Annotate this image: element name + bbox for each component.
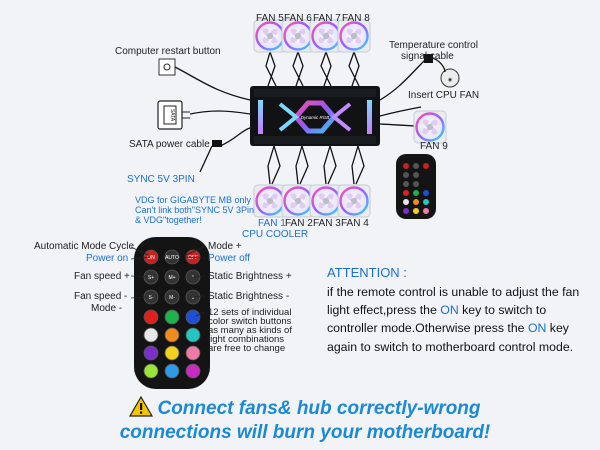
label-fan-speed-minus: Fan speed - (74, 291, 128, 302)
temp-cable-label-line2: signal cable (401, 51, 454, 62)
color-note-line4: light combinations (208, 334, 285, 345)
fan-top-4 (336, 18, 372, 54)
svg-text:ON: ON (147, 255, 155, 261)
warning-line2: connections will burn your motherboard! (119, 422, 491, 444)
hub-cables (174, 51, 441, 185)
label-static-minus: Static Brightness - (208, 291, 290, 302)
label-power-on: Power on (86, 253, 129, 264)
remote-leader-lines (130, 245, 206, 317)
vdg-note-line3: & VDG"together! (135, 215, 202, 225)
svg-text:⌄: ⌄ (191, 295, 195, 301)
svg-text:S+: S+ (148, 275, 154, 281)
remote-on-button: ON (143, 249, 159, 265)
color-note-line3: as many as kinds of (208, 325, 292, 336)
remote-color-button-12 (185, 363, 201, 379)
remote-color-button-10 (143, 363, 159, 379)
fan-label-6: FAN 6 (284, 13, 312, 24)
fan-label-8: FAN 8 (342, 13, 370, 24)
fan-label-7: FAN 7 (313, 13, 341, 24)
fan-label-5: FAN 5 (256, 13, 284, 24)
main-remote-control: ON AUTO OFF S+ M+ ⌃ S- M- ⌄ (134, 237, 210, 389)
fan-hub: Dynamic RGB (250, 86, 380, 146)
small-remote-control (396, 154, 436, 219)
sync-3pin-label: SYNC 5V 3PIN (127, 174, 195, 185)
fan-label-2: FAN 2 (285, 218, 313, 229)
color-note-line2: color switch buttons (208, 316, 292, 327)
remote-color-button-3 (185, 309, 201, 325)
fan-right (412, 109, 448, 145)
sata-cable-label: SATA power cable (129, 139, 210, 150)
remote-color-button-5 (164, 327, 180, 343)
fan-label-4: FAN 4 (341, 218, 369, 229)
attention-on-key-1: ON (440, 302, 459, 317)
fan-label-9: FAN 9 (420, 141, 448, 152)
fan-bottom-4 (336, 183, 372, 219)
fan-label-3: FAN 3 (313, 218, 341, 229)
attention-text-2: key to switch to controller mode.Otherwi… (327, 302, 547, 336)
fan-bottom-2 (280, 183, 316, 219)
color-note-line5: are free to change (208, 343, 286, 354)
insert-cpu-fan-label: Insert CPU FAN (408, 90, 480, 101)
svg-text:⌃: ⌃ (191, 275, 195, 281)
label-power-off: Power off (208, 253, 251, 264)
label-fan-speed-plus: Fan speed + (74, 271, 130, 282)
label-auto-cycle: Automatic Mode Cycle (34, 241, 135, 252)
remote-color-button-11 (164, 363, 180, 379)
temp-cable-label-line1: Temperature control (389, 40, 478, 51)
remote-auto-button: AUTO (164, 249, 180, 265)
remote-m-minus-button: M- (164, 289, 180, 305)
warning-banner: Connect fans& hub correctly-wrong connec… (70, 395, 540, 444)
svg-text:S-: S- (149, 295, 154, 301)
color-note-line1: 12 sets of individual (208, 307, 292, 318)
cpu-cooler-label: CPU COOLER (242, 229, 309, 240)
fan-top-1 (252, 18, 288, 54)
label-mode-plus: Mode + (208, 241, 242, 252)
hub-brand-label: Dynamic RGB (301, 115, 330, 120)
remote-color-button-6 (185, 327, 201, 343)
svg-text:M-: M- (169, 295, 175, 301)
remote-color-button-7 (143, 345, 159, 361)
remote-brightness-up-button: ⌃ (185, 269, 201, 285)
warning-line1: Connect fans& hub correctly-wrong (157, 398, 481, 419)
fan-bottom-3 (308, 183, 344, 219)
fan-bottom-1 (252, 183, 288, 219)
fan-top-2 (280, 18, 316, 54)
label-static-plus: Static Brightness + (208, 271, 292, 282)
attention-on-key-2: ON (527, 321, 547, 336)
svg-text:M+: M+ (168, 275, 175, 281)
fan-top-3 (308, 18, 344, 54)
attention-note: ATTENTION : if the remote control is una… (327, 263, 597, 356)
temperature-sensor-icon: ◉ (424, 54, 460, 88)
fan-label-1: FAN 1 (258, 218, 286, 229)
restart-button-label: Computer restart button (115, 46, 221, 57)
svg-text:SATA: SATA (169, 109, 175, 122)
restart-button-icon (158, 58, 176, 76)
vdg-note-line1: VDG for GIGABYTE MB only (135, 195, 252, 205)
attention-text-1: if the remote control is unable to adjus… (327, 284, 580, 317)
sata-connector-icon: SATA (157, 100, 190, 130)
svg-text:AUTO: AUTO (165, 255, 179, 261)
attention-text-3: key again to switch to motherboard contr… (327, 321, 574, 354)
vdg-note-line2: Can't link both"SYNC 5V 3Pin (135, 205, 254, 215)
sync-3pin-plug-icon (199, 140, 222, 173)
remote-brightness-down-button: ⌄ (185, 289, 201, 305)
svg-text:OFF: OFF (188, 255, 198, 261)
warning-triangle-icon (129, 395, 154, 422)
label-mode-minus: Mode - (91, 303, 123, 314)
remote-color-button-9 (185, 345, 201, 361)
remote-color-button-8 (164, 345, 180, 361)
remote-m-plus-button: M+ (164, 269, 180, 285)
attention-title: ATTENTION : (327, 265, 407, 280)
remote-color-button-1 (143, 309, 159, 325)
remote-color-button-4 (143, 327, 159, 343)
svg-text:◉: ◉ (448, 77, 453, 83)
remote-color-button-2 (164, 309, 180, 325)
